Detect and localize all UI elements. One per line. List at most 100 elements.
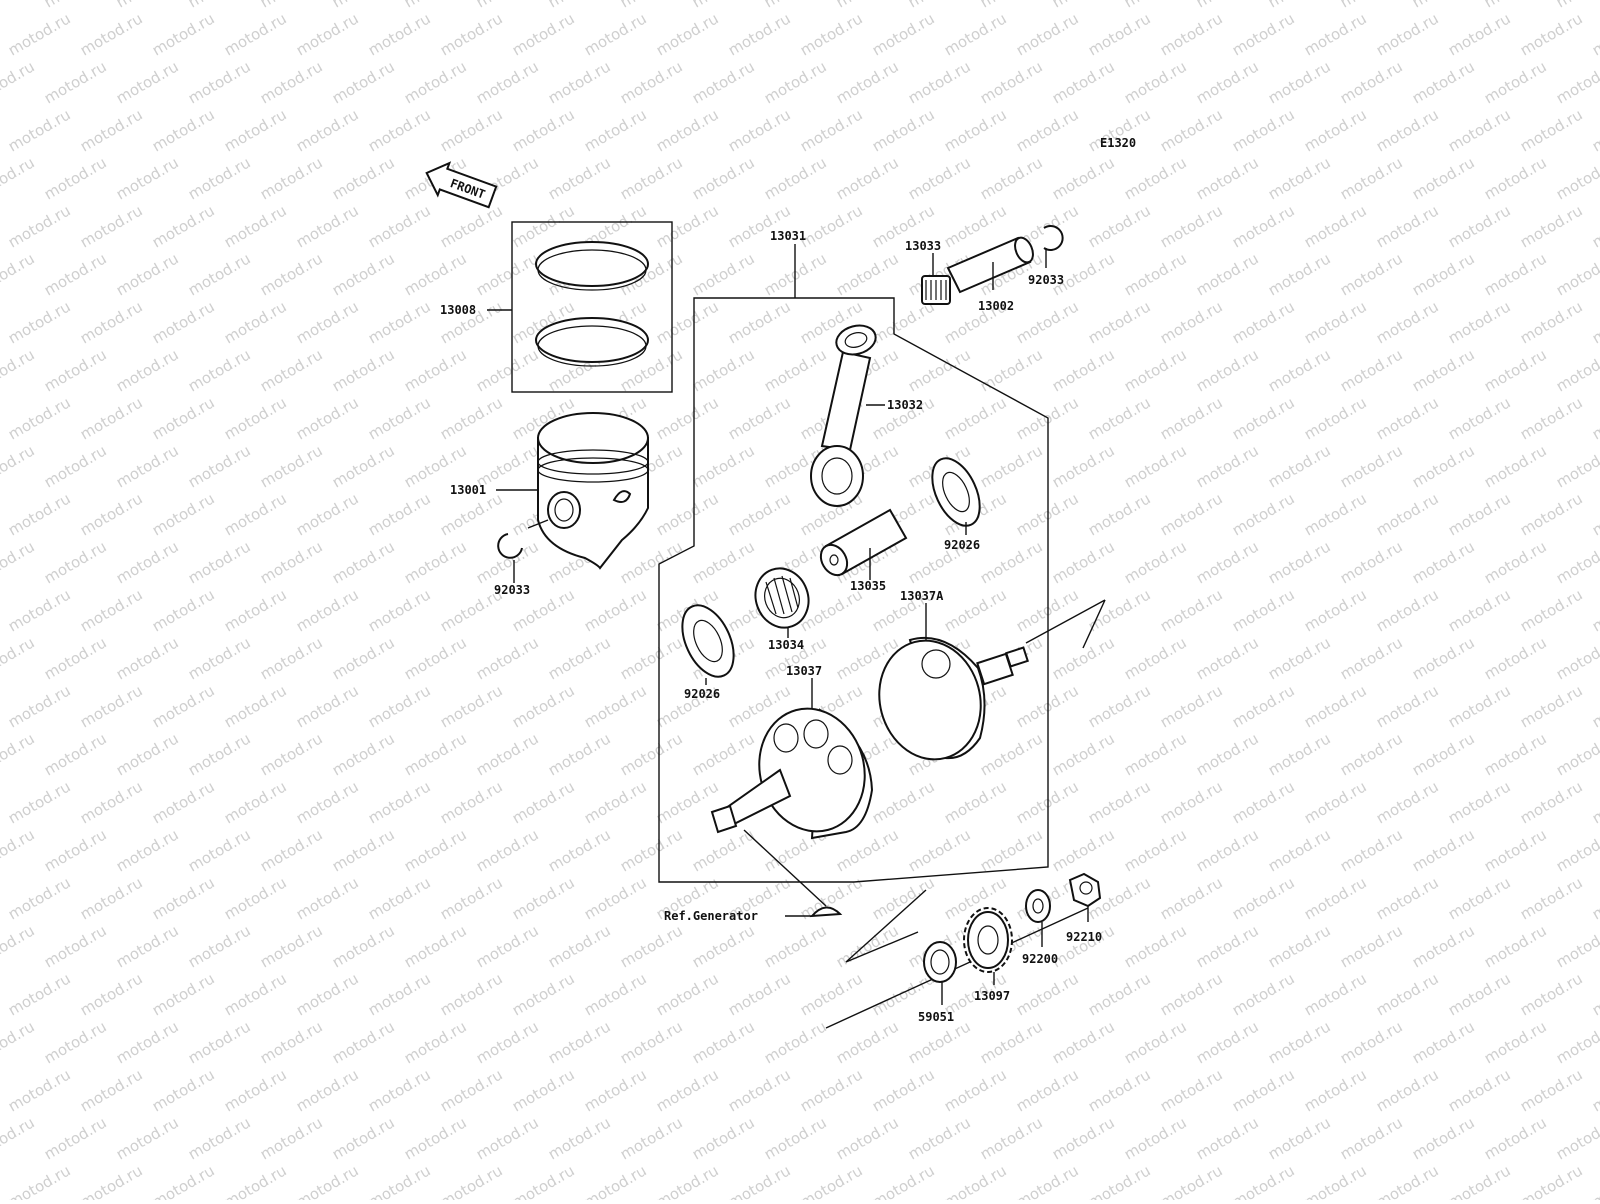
watermark-text: motod.ru xyxy=(329,825,398,875)
watermark-text: motod.ru xyxy=(617,729,686,779)
watermark-text: motod.ru xyxy=(1553,633,1600,683)
watermark-text: motod.ru xyxy=(689,345,758,395)
watermark-text: motod.ru xyxy=(41,825,110,875)
watermark-text: motod.ru xyxy=(1049,345,1118,395)
watermark-text: motod.ru xyxy=(1301,489,1370,539)
watermark-text: motod.ru xyxy=(365,489,434,539)
watermark-text: motod.ru xyxy=(1229,393,1298,443)
watermark-text: motod.ru xyxy=(1157,297,1226,347)
watermark-text: motod.ru xyxy=(365,1065,434,1115)
label-nut: 92210 xyxy=(1066,930,1102,944)
flange-nut xyxy=(1068,872,1102,908)
watermark-text: motod.ru xyxy=(365,873,434,923)
crank-pin xyxy=(819,508,908,577)
watermark-text: motod.ru xyxy=(365,297,434,347)
watermark-text: motod.ru xyxy=(1193,1017,1262,1067)
watermark-text: motod.ru xyxy=(1013,297,1082,347)
watermark-text: motod.ru xyxy=(1409,249,1478,299)
watermark-text: motod.ru xyxy=(1157,681,1226,731)
watermark-text: motod.ru xyxy=(1337,537,1406,587)
watermark-text: motod.ru xyxy=(1337,633,1406,683)
watermark-text: motod.ru xyxy=(797,9,866,59)
watermark-text: motod.ru xyxy=(293,681,362,731)
watermark-text: motod.ru xyxy=(1409,345,1478,395)
watermark-text: motod.ru xyxy=(1517,681,1586,731)
watermark-text: motod.ru xyxy=(365,585,434,635)
watermark-text: motod.ru xyxy=(1445,201,1514,251)
watermark-text: motod.ru xyxy=(293,297,362,347)
watermark-text: motod.ru xyxy=(0,969,2,1019)
watermark-text: motod.ru xyxy=(1265,1017,1334,1067)
flywheel-left xyxy=(710,707,874,840)
watermark-text: motod.ru xyxy=(1409,153,1478,203)
watermark-text: motod.ru xyxy=(1409,921,1478,971)
watermark-text: motod.ru xyxy=(365,105,434,155)
watermark-text: motod.ru xyxy=(77,105,146,155)
watermark-text: motod.ru xyxy=(0,681,2,731)
watermark-text: motod.ru xyxy=(617,825,686,875)
watermark-text: motod.ru xyxy=(581,777,650,827)
label-gear-bearing: 59051 xyxy=(918,1010,954,1024)
watermark-text: motod.ru xyxy=(1445,681,1514,731)
watermark-text: motod.ru xyxy=(1481,537,1550,587)
watermark-text: motod.ru xyxy=(1229,105,1298,155)
watermark-text: motod.ru xyxy=(761,57,830,107)
watermark-text: motod.ru xyxy=(1049,0,1118,11)
watermark-text: motod.ru xyxy=(653,9,722,59)
watermark-text: motod.ru xyxy=(293,777,362,827)
flywheel-right xyxy=(878,636,1029,761)
watermark-text: motod.ru xyxy=(833,153,902,203)
watermark-text: motod.ru xyxy=(761,1113,830,1163)
watermark-text: motod.ru xyxy=(257,537,326,587)
watermark-text: motod.ru xyxy=(221,393,290,443)
watermark-text: motod.ru xyxy=(1445,777,1514,827)
watermark-text: motod.ru xyxy=(1193,0,1262,11)
watermark-text: motod.ru xyxy=(581,585,650,635)
watermark-text: motod.ru xyxy=(1121,1113,1190,1163)
watermark-text: motod.ru xyxy=(221,1161,290,1200)
watermark-text: motod.ru xyxy=(365,201,434,251)
watermark-text: motod.ru xyxy=(977,441,1046,491)
watermark-text: motod.ru xyxy=(725,297,794,347)
watermark-text: motod.ru xyxy=(113,825,182,875)
watermark-text: motod.ru xyxy=(329,153,398,203)
watermark-text: motod.ru xyxy=(941,9,1010,59)
watermark-text: motod.ru xyxy=(1517,201,1586,251)
watermark-text: motod.ru xyxy=(1517,393,1586,443)
watermark-text: motod.ru xyxy=(725,1065,794,1115)
watermark-text: motod.ru xyxy=(617,1017,686,1067)
label-primary-gear: 13097 xyxy=(974,989,1010,1003)
circlip-left xyxy=(497,533,523,559)
watermark-text: motod.ru xyxy=(1121,441,1190,491)
watermark-text: motod.ru xyxy=(329,249,398,299)
watermark-text: motod.ru xyxy=(113,537,182,587)
watermark-text: motod.ru xyxy=(1337,1017,1406,1067)
watermark-text: motod.ru xyxy=(1085,201,1154,251)
watermark-text: motod.ru xyxy=(77,681,146,731)
circlip-right xyxy=(1043,225,1064,251)
watermark-text: motod.ru xyxy=(653,777,722,827)
watermark-text: motod.ru xyxy=(0,537,38,587)
watermark-text: motod.ru xyxy=(5,1161,74,1200)
watermark-text: motod.ru xyxy=(1409,729,1478,779)
watermark-text: motod.ru xyxy=(833,57,902,107)
watermark-text: motod.ru xyxy=(1517,105,1586,155)
watermark-text: motod.ru xyxy=(473,1017,542,1067)
connecting-rod xyxy=(810,324,877,507)
watermark-text: motod.ru xyxy=(1121,345,1190,395)
watermark-text: motod.ru xyxy=(1157,777,1226,827)
watermark-text: motod.ru xyxy=(1229,969,1298,1019)
watermark-text: motod.ru xyxy=(221,681,290,731)
watermark-text: motod.ru xyxy=(905,57,974,107)
watermark-text: motod.ru xyxy=(1553,345,1600,395)
watermark-text: motod.ru xyxy=(185,921,254,971)
watermark-text: motod.ru xyxy=(1553,1113,1600,1163)
label-circlip-left: 92033 xyxy=(494,583,530,597)
watermark-text: motod.ru xyxy=(293,201,362,251)
watermark-text: motod.ru xyxy=(1193,537,1262,587)
watermark-text: motod.ru xyxy=(977,1113,1046,1163)
watermark-text: motod.ru xyxy=(1553,825,1600,875)
watermark-text: motod.ru xyxy=(149,201,218,251)
watermark-text: motod.ru xyxy=(1229,777,1298,827)
